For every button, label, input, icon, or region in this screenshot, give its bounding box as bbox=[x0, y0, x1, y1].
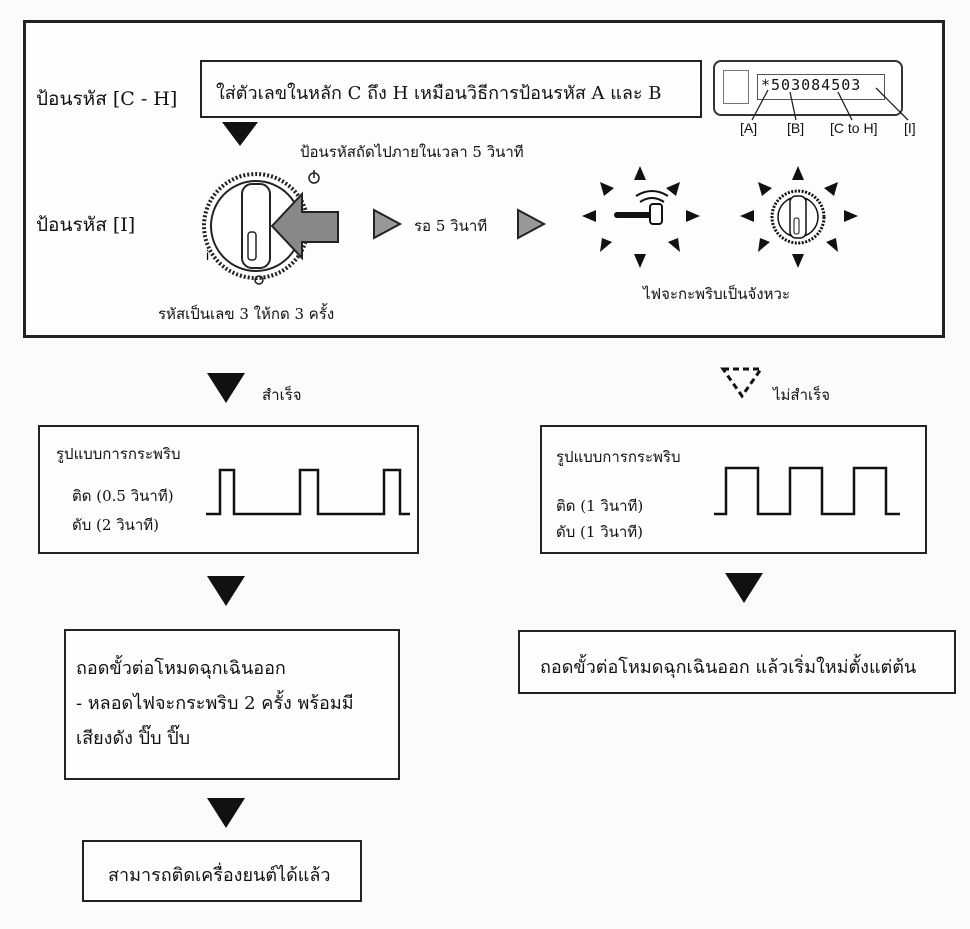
instruction-box bbox=[200, 60, 702, 118]
final-text: สามารถติดเครื่องยนต์ได้แล้ว bbox=[108, 865, 331, 886]
svg-text:i: i bbox=[206, 247, 209, 263]
row2-label: ป้อนรหัส [I] bbox=[36, 214, 136, 236]
blinking-key-icon bbox=[582, 166, 700, 268]
code-label-i: [I] bbox=[904, 120, 916, 136]
success-off-text: ดับ (2 วินาที) bbox=[72, 516, 160, 534]
row1-label: ป้อนรหัส [C - H] bbox=[36, 88, 178, 110]
down-arrow-icon bbox=[222, 122, 258, 146]
failure-pattern-box bbox=[540, 425, 927, 554]
failure-pattern-title: รูปแบบการกระพริบ bbox=[556, 448, 681, 466]
failure-label: ไม่สำเร็จ bbox=[773, 386, 830, 404]
code-display-digits: *503084503 bbox=[761, 76, 862, 94]
down-arrow-icon bbox=[725, 573, 763, 603]
instruction-text: ใส่ตัวเลขในหลัก C ถึง H เหมือนวิธีการป้อ… bbox=[216, 83, 662, 104]
push-arrow-icon bbox=[270, 191, 339, 261]
success-pattern-box bbox=[38, 425, 419, 554]
success-step-line-3: เสียงดัง ปิ๊บ ปิ๊บ bbox=[76, 728, 191, 749]
play-arrow-icon bbox=[517, 208, 547, 240]
press-note: รหัสเป็นเลข 3 ให้กด 3 ครั้ง bbox=[158, 305, 335, 323]
blinking-dial-icon bbox=[740, 166, 858, 268]
dial-knob-icon: i bbox=[202, 170, 320, 285]
code-display bbox=[713, 60, 903, 116]
code-label-a: [A] bbox=[740, 120, 758, 136]
failure-step-box bbox=[518, 630, 956, 694]
play-arrow-icon bbox=[373, 208, 403, 240]
success-label: สำเร็จ bbox=[262, 386, 302, 404]
success-pattern-title: รูปแบบการกระพริบ bbox=[56, 445, 181, 463]
down-arrow-icon bbox=[207, 798, 245, 828]
failure-blink-waveform bbox=[714, 466, 900, 516]
success-step-box bbox=[64, 629, 400, 780]
code-label-b: [B] bbox=[787, 120, 805, 136]
down-arrow-icon bbox=[207, 576, 245, 606]
failure-step-text: ถอดขั้วต่อโหมดฉุกเฉินออก แล้วเริ่มใหม่ตั… bbox=[540, 657, 917, 678]
wait-label: รอ 5 วินาที bbox=[414, 217, 488, 235]
failure-off-text: ดับ (1 วินาที) bbox=[556, 523, 644, 541]
failure-on-text: ติด (1 วินาที) bbox=[556, 497, 644, 515]
code-display-field bbox=[757, 74, 885, 100]
final-box bbox=[82, 840, 362, 902]
down-arrow-icon bbox=[207, 373, 245, 403]
success-step-line-2: - หลอดไฟจะกระพริบ 2 ครั้ง พร้อมมี bbox=[76, 693, 354, 714]
success-blink-waveform bbox=[206, 468, 410, 516]
code-display-window bbox=[723, 70, 749, 104]
success-step-line-1: ถอดขั้วต่อโหมดฉุกเฉินออก bbox=[76, 658, 286, 679]
dashed-down-arrow-icon bbox=[720, 367, 764, 399]
blink-note: ไฟจะกะพริบเป็นจังหวะ bbox=[643, 285, 790, 303]
next-code-note: ป้อนรหัสถัดไปภายในเวลา 5 วินาที bbox=[300, 143, 524, 161]
success-on-text: ติด (0.5 วินาที) bbox=[72, 487, 174, 505]
code-label-c-to-h: [C to H] bbox=[830, 120, 878, 136]
